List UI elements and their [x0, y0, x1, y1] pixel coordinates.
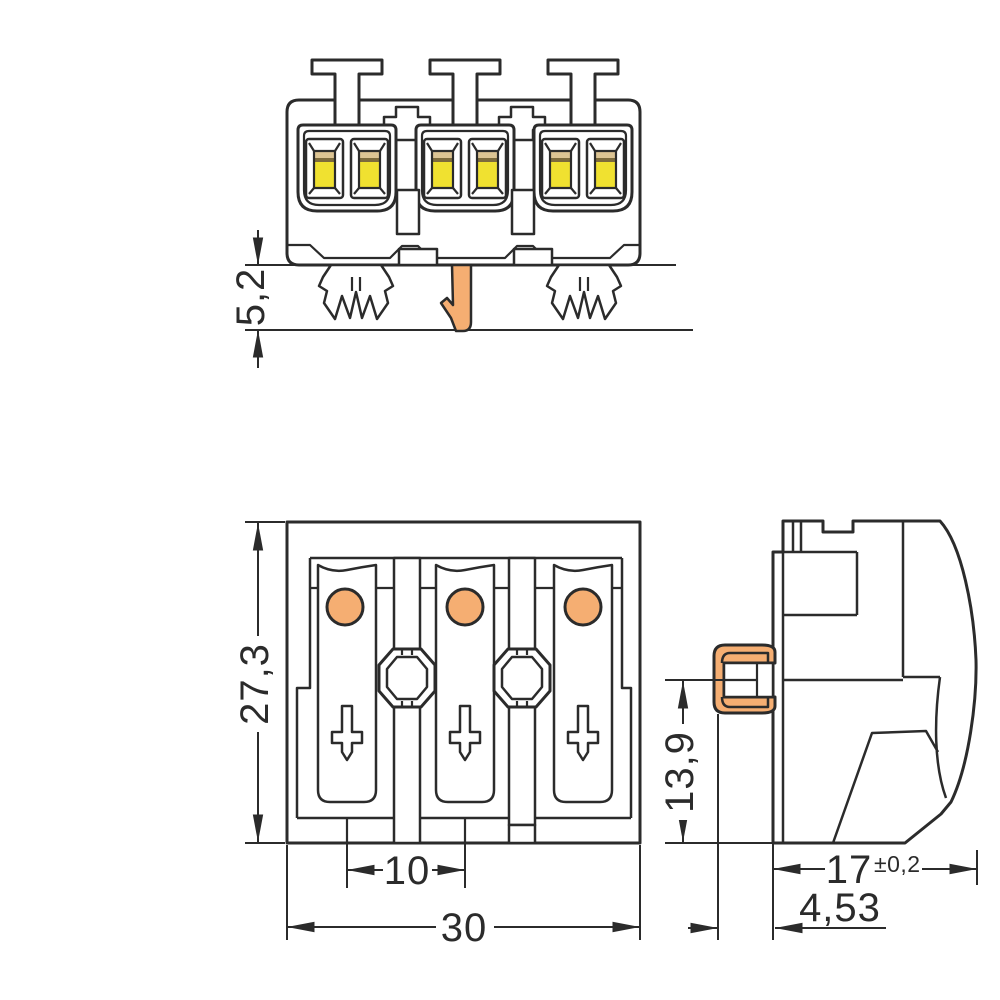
front-view: 5,2 — [229, 58, 693, 368]
dimension-depth: 17 ±0,2 — [772, 843, 978, 940]
pitch-ticks — [345, 818, 467, 843]
dimension-foot-height: 5,2 — [229, 230, 273, 368]
divider-slot-right — [510, 188, 536, 236]
dim-pole-pitch-label: 10 — [384, 849, 431, 893]
wire-entry-port-3[interactable] — [563, 587, 603, 627]
release-opening-right — [492, 647, 552, 709]
dim-ground-offset-label: 4,53 — [799, 886, 881, 930]
dimension-body-height: 27,3 — [233, 521, 285, 844]
bottom-slot-right — [512, 247, 554, 267]
snap-foot-right — [545, 263, 623, 321]
housing-bottom-contour — [287, 243, 640, 260]
wire-entry-port-2[interactable] — [445, 587, 485, 627]
divider-slot-left — [395, 188, 421, 236]
dimension-ground-height: 13,9 — [658, 679, 773, 844]
ground-clamp-slot-lines — [724, 663, 759, 697]
dimension-pole-pitch: 10 — [346, 843, 466, 893]
dim-foot-height-label: 5,2 — [229, 268, 273, 327]
dimension-ground-offset: 4,53 — [688, 714, 886, 940]
wire-recess-1 — [298, 125, 396, 211]
bottom-slot-left — [397, 247, 439, 267]
dim-depth-tolerance-label: ±0,2 — [874, 851, 921, 877]
ground-clamp-inner — [720, 651, 770, 709]
release-opening-left — [377, 647, 437, 709]
side-inner-lines — [781, 521, 948, 844]
side-view: 13,9 17 ±0,2 4,53 — [658, 519, 978, 940]
dim-ground-height-label: 13,9 — [658, 731, 702, 813]
side-profile — [771, 519, 978, 845]
dim-overall-width-label: 30 — [441, 906, 488, 950]
ground-claw — [439, 263, 473, 333]
dim-depth-label: 17 — [826, 848, 873, 892]
wire-recess-3 — [534, 125, 632, 211]
wire-entry-port-1[interactable] — [325, 587, 365, 627]
top-view: 27,3 10 30 — [233, 520, 642, 950]
dimension-overall-width: 30 — [286, 845, 641, 950]
snap-foot-left — [317, 263, 395, 321]
release-strip-right-end — [507, 823, 537, 845]
wire-recess-2 — [416, 125, 514, 211]
top-view-inner-walls — [295, 556, 633, 820]
dim-body-height-label: 27,3 — [233, 643, 277, 725]
